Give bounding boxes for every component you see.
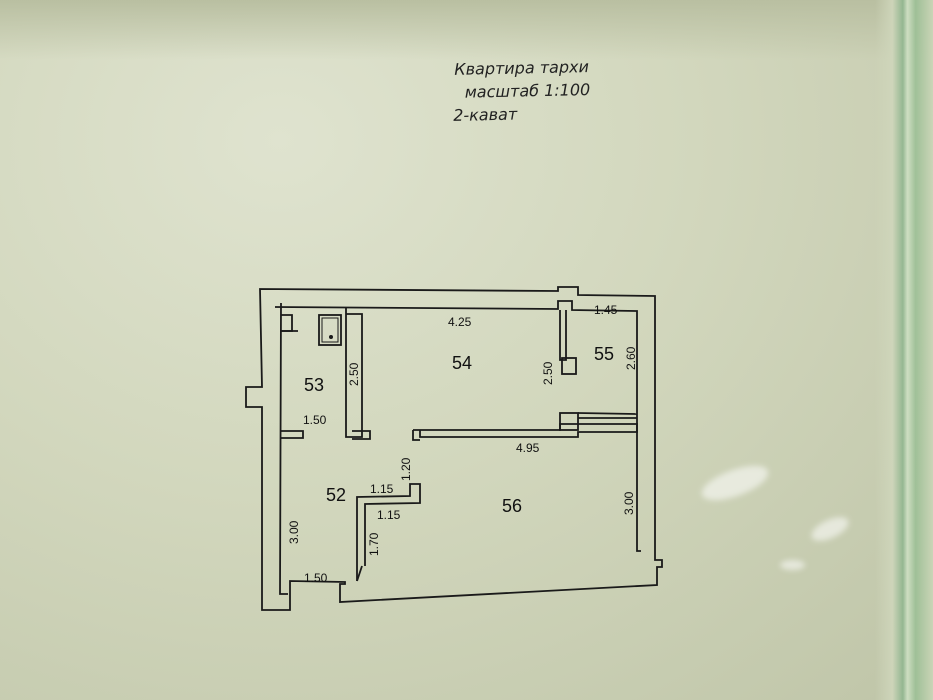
partition-wall [413, 423, 638, 438]
dimension-label: 1.50 [303, 413, 327, 427]
partition-wall [345, 308, 363, 438]
dimension-label: 1.15 [370, 482, 394, 496]
shower-tray [318, 314, 342, 346]
partition-wall [280, 430, 304, 439]
sink [281, 314, 293, 332]
dimension-label: 1.20 [399, 457, 413, 481]
dimension-label: 4.25 [448, 315, 472, 329]
dimension-label: 2.60 [624, 346, 638, 370]
dimension-label: 1.70 [367, 532, 381, 556]
dimension-label: 4.95 [516, 441, 540, 455]
dimension-label: 3.00 [622, 491, 636, 515]
photo-shadow [0, 0, 933, 60]
room-number-55: 55 [594, 344, 614, 364]
outer-wall-inner [274, 300, 641, 552]
dimension-label: 1.50 [304, 571, 328, 585]
shaft [561, 357, 577, 375]
dimension-label: 3.00 [287, 520, 301, 544]
dimension-label: 2.50 [347, 362, 361, 386]
partition-wall [356, 483, 421, 581]
partition-wall [559, 412, 579, 431]
glare-spot [780, 560, 805, 570]
partition-wall [352, 430, 371, 440]
outer-wall [245, 286, 663, 611]
room-number-56: 56 [502, 496, 522, 516]
room-number-53: 53 [304, 375, 324, 395]
security-border [875, 0, 933, 700]
outer-wall-inner [279, 302, 288, 595]
partition-wall [412, 430, 420, 441]
dimension-label: 1.45 [594, 303, 618, 317]
room-number-52: 52 [326, 485, 346, 505]
room-number-54: 54 [452, 353, 472, 373]
dimension-label: 1.15 [377, 508, 401, 522]
dimension-label: 2.50 [541, 361, 555, 385]
partition-wall [559, 310, 567, 361]
